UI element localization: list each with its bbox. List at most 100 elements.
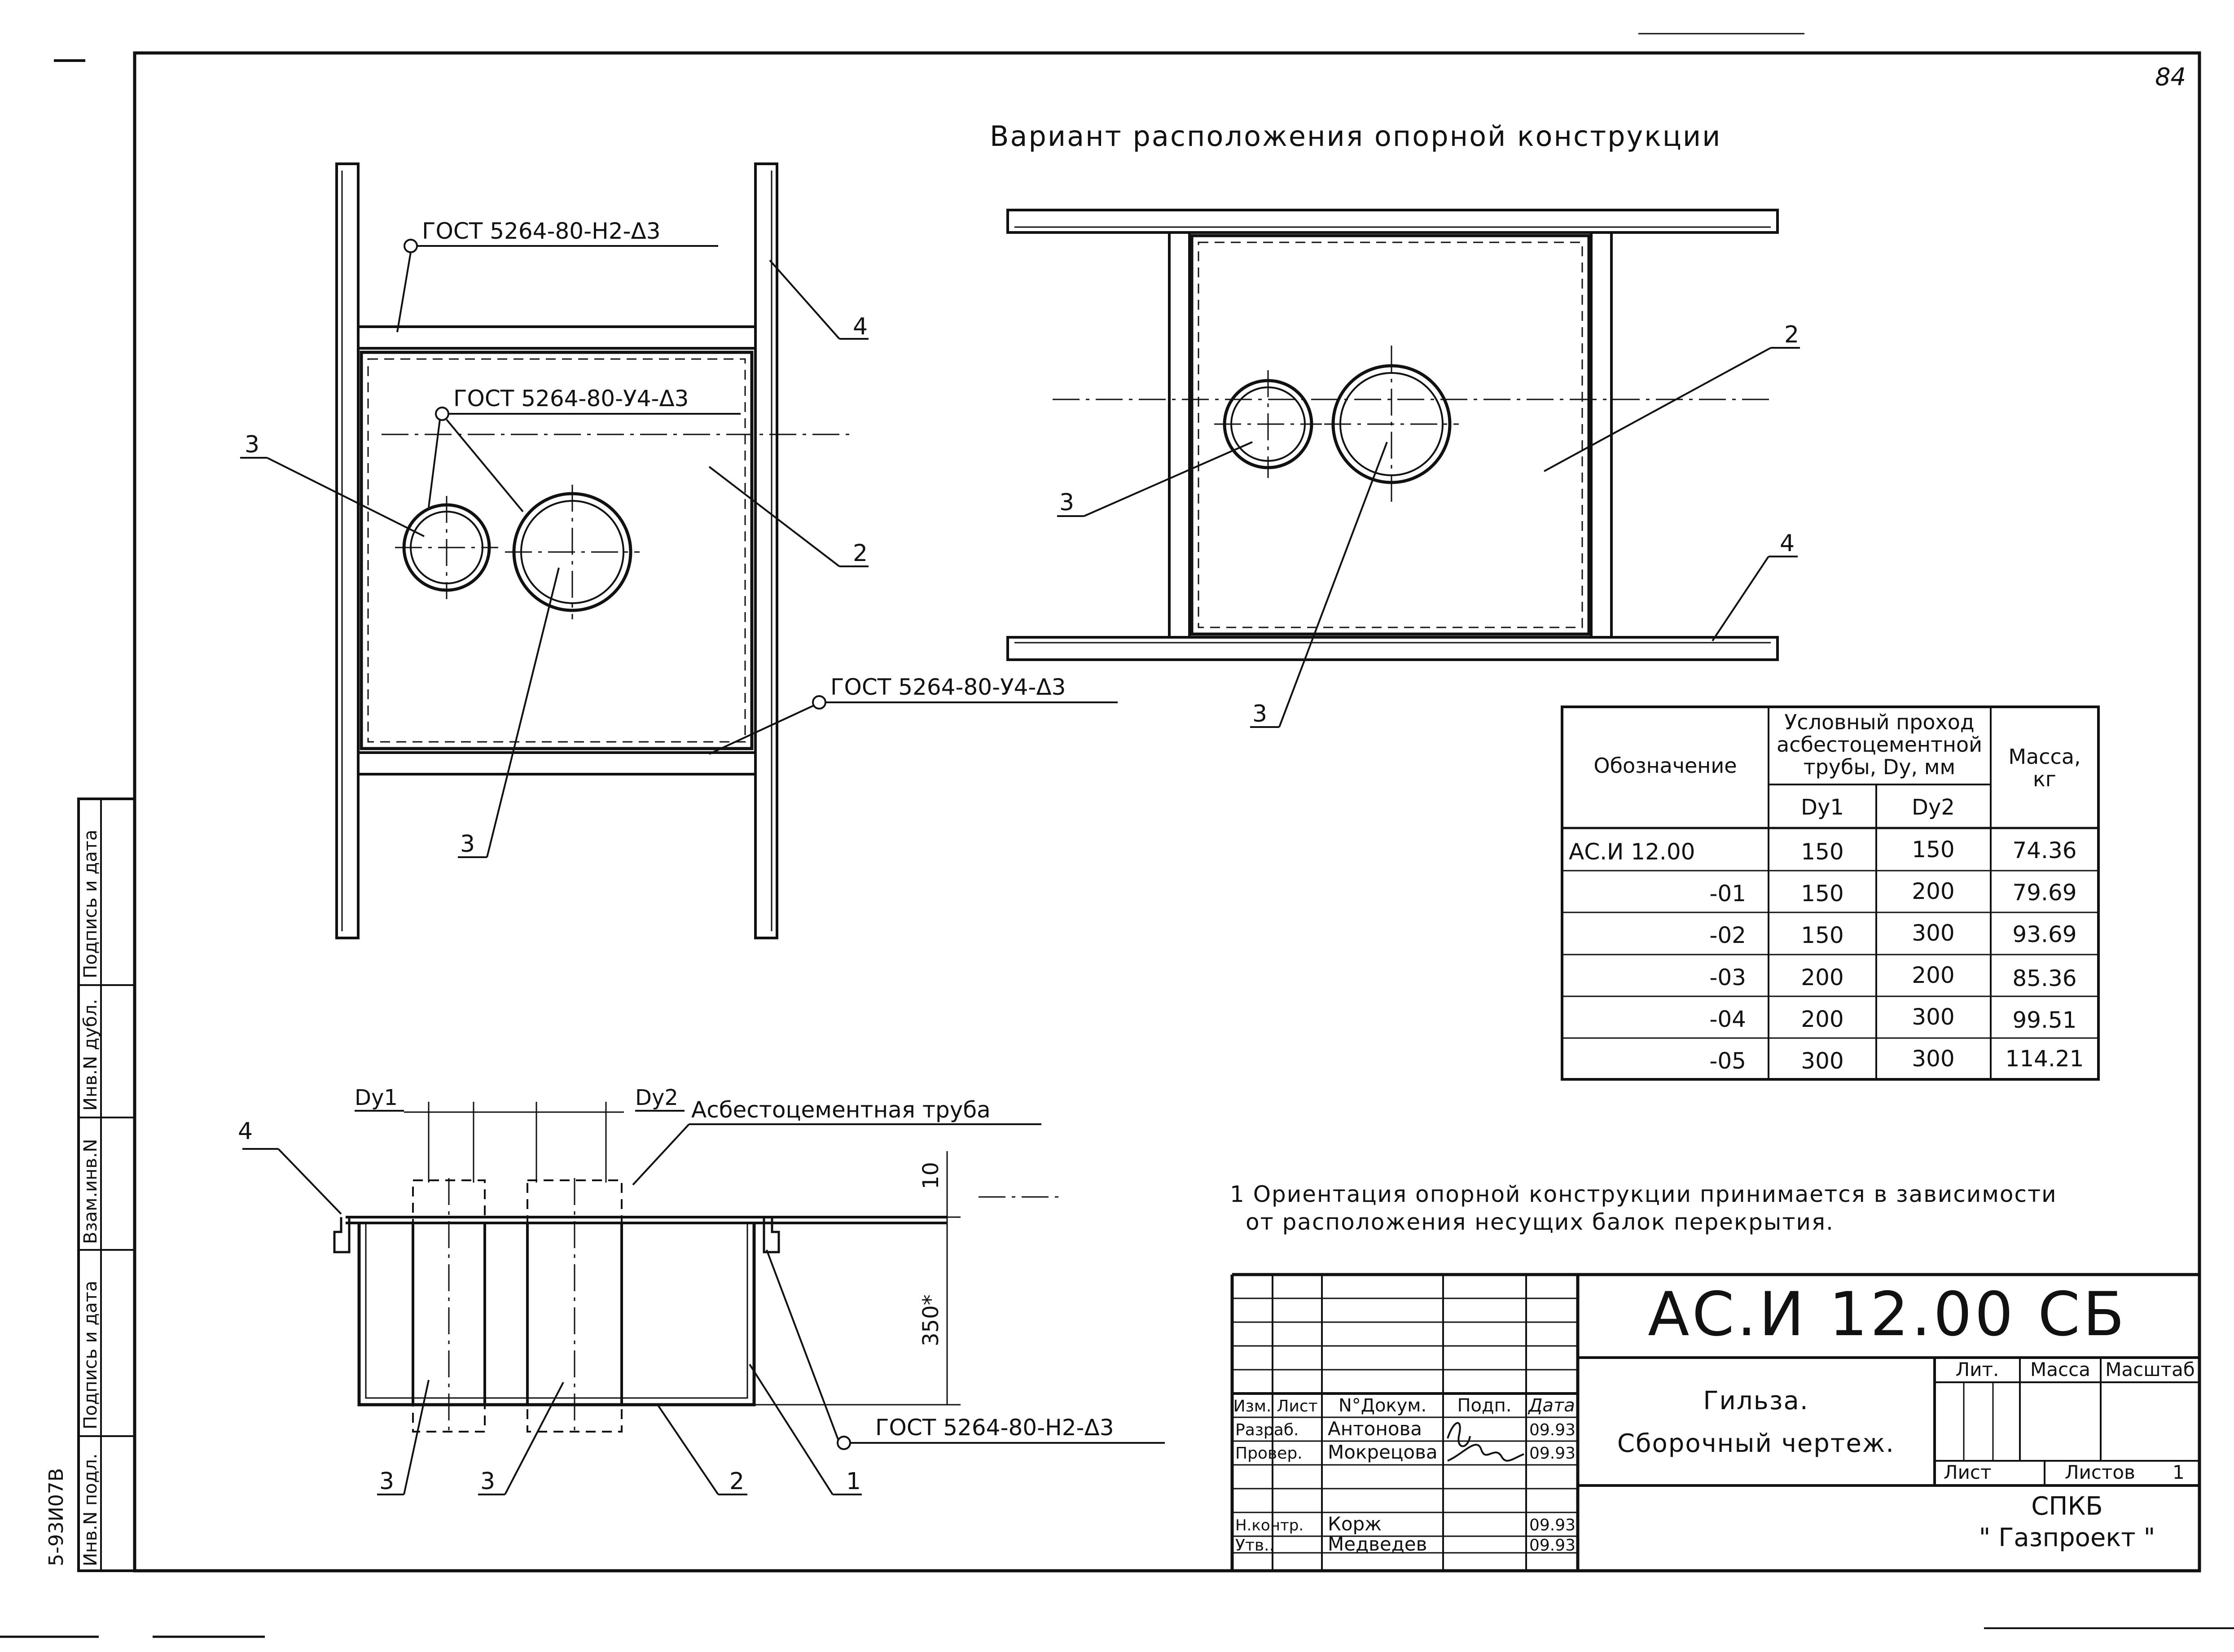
role: Утв.. [1235, 1536, 1274, 1555]
header-passage: асбестоцементной [1777, 732, 1982, 757]
variants-table: Обозначение Условный проход асбестоцемен… [1561, 705, 2100, 1081]
person-name: Мокрецова [1328, 1441, 1438, 1463]
person-name: Корж [1328, 1513, 1382, 1535]
col-list: Лист [1277, 1397, 1317, 1415]
document-code: АС.И 12.00 СБ [1648, 1279, 2127, 1350]
callout-3: 3 [460, 831, 475, 858]
dim-height: 350* [918, 1294, 944, 1346]
role: Провер. [1235, 1444, 1303, 1463]
date: 09.93 [1529, 1421, 1576, 1439]
leader-line [396, 252, 412, 333]
beam-profile-left [333, 1217, 351, 1253]
row-designation: -05 [1709, 1048, 1746, 1074]
leader-line [1544, 347, 1771, 472]
leader-line [632, 1123, 690, 1186]
row-designation: -01 [1709, 881, 1746, 907]
weld-marker [435, 407, 449, 421]
dim-top: 10 [918, 1162, 944, 1189]
document-name: Гильза. [1703, 1386, 1808, 1415]
row-dy1: 300 [1801, 1048, 1843, 1074]
mass-label: Масса [2030, 1358, 2090, 1380]
row-dy1: 200 [1801, 964, 1843, 990]
header-mass: Масса, [2008, 745, 2080, 769]
main-plan-view: ГОСТ 5264-80-Н2-Δ3 ГОСТ 5264-80-У4-Δ3 ГО… [240, 162, 1118, 939]
document-name: Сборочный чертеж. [1617, 1429, 1895, 1458]
sleeve-plate [1190, 234, 1591, 636]
leader-line [267, 457, 425, 537]
callout-3: 3 [480, 1468, 495, 1495]
leader-line [1712, 556, 1769, 642]
role: Н.контр. [1235, 1516, 1304, 1534]
row-designation: АС.И 12.00 [1569, 839, 1695, 865]
flange-bottom [357, 751, 757, 776]
variant-view: 2 3 4 3 [1006, 209, 1800, 728]
header-passage: Условный проход [1784, 710, 1974, 734]
person-name: Медведев [1328, 1533, 1427, 1555]
row-dy2: 200 [1912, 962, 1954, 988]
row-mass: 79.69 [2012, 880, 2076, 906]
callout-2: 2 [853, 540, 868, 567]
lit-label: Лит. [1956, 1358, 1999, 1380]
header-passage: трубы, Dу, мм [1804, 755, 1955, 779]
callout-3: 3 [1059, 489, 1074, 516]
beam-bottom [1006, 636, 1779, 661]
sheets-value: 1 [2173, 1461, 2185, 1483]
callout-3: 3 [245, 431, 259, 458]
leader-line [766, 1249, 839, 1440]
weld-label-top: ГОСТ 5264-80-Н2-Δ3 [422, 218, 661, 244]
leader-line [708, 466, 840, 567]
col-izm: Изм. [1233, 1397, 1272, 1415]
callout-4: 4 [853, 313, 868, 340]
callout-4: 4 [1780, 530, 1795, 557]
scale-label: Масштаб [2105, 1358, 2195, 1380]
row-dy2: 300 [1912, 920, 1954, 946]
leader-line [504, 1382, 564, 1495]
row-dy2: 300 [1912, 1046, 1954, 1072]
signature [1447, 1422, 1471, 1447]
weld-marker [812, 695, 826, 710]
title-block: АС.И 12.00 СБ Гильза. Сборочный чертеж. … [1230, 1273, 2199, 1571]
leader-line [657, 1404, 719, 1495]
header-designation: Обозначение [1593, 754, 1737, 778]
callout-1: 1 [846, 1468, 861, 1495]
sleeve-body [357, 1223, 756, 1407]
stamp-vzam-inv: Взам.инв.N [80, 1139, 101, 1244]
weld-label-section: ГОСТ 5264-80-Н2-Δ3 [875, 1415, 1114, 1441]
date: 09.93 [1529, 1536, 1576, 1555]
stamp-inv-podl: Инв.N подл. [80, 1453, 101, 1566]
leader-line [769, 259, 840, 340]
stamp-podpis-bottom: Подпись и дата [80, 1281, 101, 1429]
flange-left [1168, 231, 1191, 639]
dy2-label: Dу2 [635, 1085, 678, 1110]
row-mass: 114.21 [2006, 1046, 2084, 1072]
sleeve-body-inner [365, 1223, 748, 1399]
leader-line [446, 419, 524, 513]
section-view: Dу1 Dу2 Асбестоцементная труба [238, 1085, 1165, 1495]
row-dy1: 150 [1801, 922, 1843, 948]
leader-line [403, 1380, 430, 1495]
callout-3: 3 [1252, 701, 1267, 727]
row-dy1: 150 [1801, 839, 1843, 865]
pipe-label: Асбестоцементная труба [691, 1097, 991, 1123]
person-name: Антонова [1328, 1418, 1422, 1440]
dy1-label: Dу1 [355, 1085, 398, 1110]
sleeve-plate-inner [1198, 241, 1583, 628]
weld-marker [404, 239, 418, 253]
row-dy1: 200 [1801, 1006, 1843, 1032]
leader-line [486, 567, 560, 858]
sleeve-plate [360, 351, 754, 750]
signature [1447, 1444, 1524, 1462]
header-dy1: Dу1 [1801, 795, 1844, 820]
stamp-inv-dubl: Инв.N дубл. [80, 999, 101, 1111]
row-mass: 93.69 [2012, 921, 2076, 947]
stamp-border [77, 798, 136, 1572]
flange-top [357, 325, 757, 350]
leader-line [709, 705, 814, 755]
row-dy1: 150 [1801, 881, 1843, 907]
leader-line [1278, 442, 1388, 727]
flange-right [1590, 231, 1613, 639]
callout-3: 3 [379, 1468, 394, 1495]
note-line-1: 1 Ориентация опорной конструкции принима… [1230, 1181, 2057, 1207]
beam-top [1006, 209, 1779, 234]
